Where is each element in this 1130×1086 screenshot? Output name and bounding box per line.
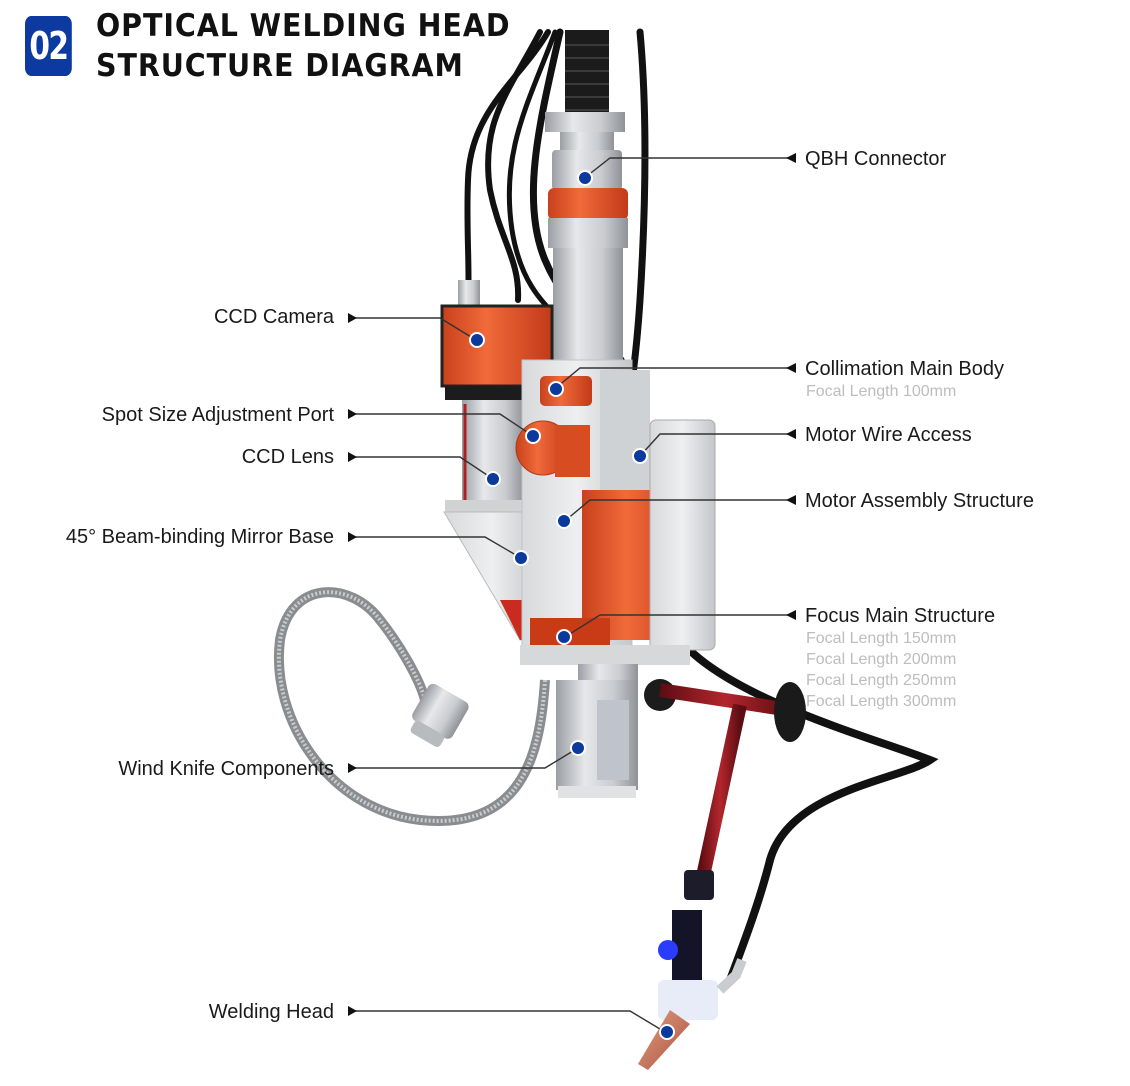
marker-motor-wire-access [632,448,648,464]
welding-nozzle [638,1010,690,1070]
focus-focal-length-200: Focal Length 200mm [806,651,957,668]
leader-lines [352,157,790,1033]
marker-ccd-lens [485,471,501,487]
callout-wind-knife-components: Wind Knife Components [118,758,334,780]
focus-focal-length-250: Focal Length 250mm [806,672,957,689]
arrow-motor-assembly [786,495,796,505]
cables [464,28,939,984]
arrow-spot-size [348,409,357,419]
title-line-2: STRUCTURE DIAGRAM [96,48,464,84]
arrow-ccd-camera [348,313,357,323]
marker-qbh-connector [577,170,593,186]
callout-ccd-camera: CCD Camera [213,306,334,328]
callout-focus-main-structure: Focus Main Structure [805,605,996,627]
page-title: OPTICAL WELDING HEAD STRUCTURE DIAGRAM [96,6,510,86]
marker-welding-head [659,1024,675,1040]
section-number-badge: 02 [25,16,72,76]
marker-spot-size-adjustment-port [525,428,541,444]
section-number: 02 [29,24,69,68]
qbh-bellows [565,30,609,120]
gooseneck-hose [273,587,550,826]
callout-welding-head: Welding Head [208,1001,334,1023]
focus-focal-length-150: Focal Length 150mm [806,630,957,647]
callout-qbh-connector: QBH Connector [805,148,947,170]
callout-motor-wire-access: Motor Wire Access [805,424,972,446]
ccd-camera-body [440,304,554,388]
marker-focus-main-structure [556,629,572,645]
arrow-qbh-connector [786,153,796,163]
callout-spot-size-adjustment-port: Spot Size Adjustment Port [101,404,334,426]
marker-ccd-camera [469,332,485,348]
callout-motor-assembly-structure: Motor Assembly Structure [805,490,1034,512]
marker-collimation-main-body [548,381,564,397]
callout-ccd-lens: CCD Lens [241,446,334,468]
callout-mirror-base: 45° Beam-binding Mirror Base [65,526,334,548]
arrow-motor-wire [786,429,796,439]
arrow-collimation [786,363,796,373]
callout-collimation-main-body: Collimation Main Body [805,358,1004,380]
arrow-welding-head [348,1006,357,1016]
title-line-1: OPTICAL WELDING HEAD [96,8,511,44]
arrow-mirror-base [348,532,357,542]
arrow-ccd-lens [348,452,357,462]
marker-wind-knife-components [570,740,586,756]
arrow-wind-knife [348,763,357,773]
focus-focal-length-300: Focal Length 300mm [806,693,957,710]
arrow-focus-main [786,610,796,620]
collimation-focal-length: Focal Length 100mm [806,383,957,400]
hose-nozzle [410,683,469,747]
marker-mirror-base [513,550,529,566]
marker-motor-assembly-structure [556,513,572,529]
